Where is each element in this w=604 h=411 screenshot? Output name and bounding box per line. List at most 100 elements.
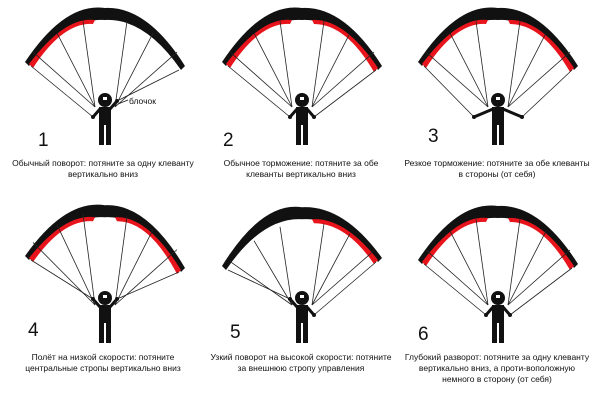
- brake-line-right: [313, 69, 377, 118]
- brake-line-right: [509, 267, 573, 316]
- pilot-leg-right: [106, 323, 111, 343]
- brake-handle-right: [520, 115, 524, 119]
- brake-handle-right: [312, 313, 316, 317]
- brake-handle-right: [115, 297, 119, 301]
- pilot-leg-right: [499, 323, 504, 343]
- suspension-line: [507, 51, 571, 108]
- suspension-line: [229, 51, 293, 108]
- canopy-right-brake: [115, 217, 181, 274]
- panel-number: 4: [28, 320, 39, 341]
- panel-6: [418, 205, 578, 343]
- suspension-line: [507, 230, 547, 306]
- suspension-line: [311, 51, 375, 108]
- panel-number: 3: [428, 126, 439, 147]
- suspension-line: [311, 233, 351, 306]
- canopy: [25, 7, 185, 70]
- suspension-line: [449, 230, 489, 306]
- canopy-left-brake: [422, 217, 488, 266]
- suspension-line: [425, 51, 489, 108]
- suspension-line: [475, 21, 489, 108]
- brake-line-left: [227, 65, 291, 118]
- brake-line-right: [116, 69, 180, 102]
- brake-line-left: [423, 263, 487, 316]
- panel-caption: Обычное торможение: потяните за обе клев…: [223, 158, 379, 179]
- suspension-line: [253, 240, 293, 306]
- brake-line-left: [30, 259, 94, 300]
- brake-handle-left: [91, 115, 95, 119]
- suspension-line: [56, 224, 96, 306]
- suspension-line: [114, 51, 178, 108]
- canopy: [25, 204, 185, 272]
- pilot-body: [492, 107, 504, 125]
- panel-caption: Резкое торможение: потяните за обе клева…: [404, 158, 590, 179]
- panel-number: 1: [38, 130, 49, 151]
- panel-1: [25, 7, 185, 145]
- brake-handle-right: [508, 313, 512, 317]
- canopy-left-brake: [226, 19, 292, 68]
- pilot-leg-right: [499, 125, 504, 145]
- brake-handle-left: [484, 313, 488, 317]
- panel-caption: Узкий поворот на высокой скорости: потян…: [210, 352, 392, 373]
- canopy-right-brake: [508, 19, 574, 72]
- pulley-label: блочок: [129, 96, 156, 106]
- pilot-arm-right: [502, 107, 523, 119]
- pilot-leg-left: [99, 125, 104, 145]
- pilot-visor: [300, 295, 304, 298]
- pilot-leg-left: [492, 125, 497, 145]
- canopy-left-brake: [29, 19, 95, 68]
- suspension-line: [311, 223, 325, 306]
- suspension-line: [507, 249, 571, 306]
- suspension-line: [449, 32, 489, 108]
- suspension-line: [253, 32, 293, 108]
- suspension-line: [475, 219, 489, 306]
- pilot-body: [99, 107, 111, 125]
- pilot-leg-right: [303, 323, 308, 343]
- brake-line-right: [313, 261, 377, 316]
- suspension-line: [82, 21, 96, 108]
- suspension-line: [311, 32, 351, 108]
- panel-number: 2: [223, 130, 234, 151]
- panel-number: 6: [418, 324, 429, 345]
- pilot-visor: [300, 97, 304, 100]
- panel-2: [222, 7, 382, 145]
- suspension-line: [425, 249, 489, 306]
- canopy: [418, 7, 578, 70]
- suspension-line: [114, 216, 128, 306]
- canopy: [418, 205, 578, 268]
- panel-4: [25, 204, 185, 343]
- panel-caption: Глубокий разворот: потяните за одну клев…: [404, 352, 590, 384]
- suspension-line: [82, 214, 96, 306]
- pilot-body: [296, 107, 308, 125]
- suspension-line: [507, 32, 547, 108]
- pilot-leg-left: [296, 323, 301, 343]
- canopy-left-brake: [29, 216, 95, 262]
- pilot-arm-left: [473, 107, 494, 119]
- pilot-visor: [103, 97, 107, 100]
- canopy-right-brake: [508, 217, 574, 270]
- pilot-leg-left: [99, 323, 104, 343]
- suspension-line: [311, 250, 375, 306]
- pilot-body: [99, 305, 111, 323]
- suspension-line: [114, 229, 154, 306]
- brake-handle-right: [115, 99, 119, 103]
- brake-line-right: [116, 271, 180, 300]
- brake-handle-left: [288, 115, 292, 119]
- suspension-line: [279, 21, 293, 108]
- suspension-line: [229, 261, 293, 306]
- panel-5: [222, 206, 382, 343]
- pilot-body: [492, 305, 504, 323]
- panel-3: [418, 7, 578, 145]
- pulley-pointer: [117, 99, 129, 105]
- brake-handle-left: [91, 297, 95, 301]
- pilot-visor: [496, 295, 500, 298]
- pilot-leg-right: [303, 125, 308, 145]
- brake-line-left: [423, 65, 475, 118]
- brake-handle-left: [472, 115, 476, 119]
- canopy: [222, 206, 382, 270]
- brake-handle-left: [288, 297, 292, 301]
- pilot-visor: [103, 295, 107, 298]
- brake-line-right: [521, 69, 573, 118]
- pilot-visor: [496, 97, 500, 100]
- canopy: [222, 7, 382, 70]
